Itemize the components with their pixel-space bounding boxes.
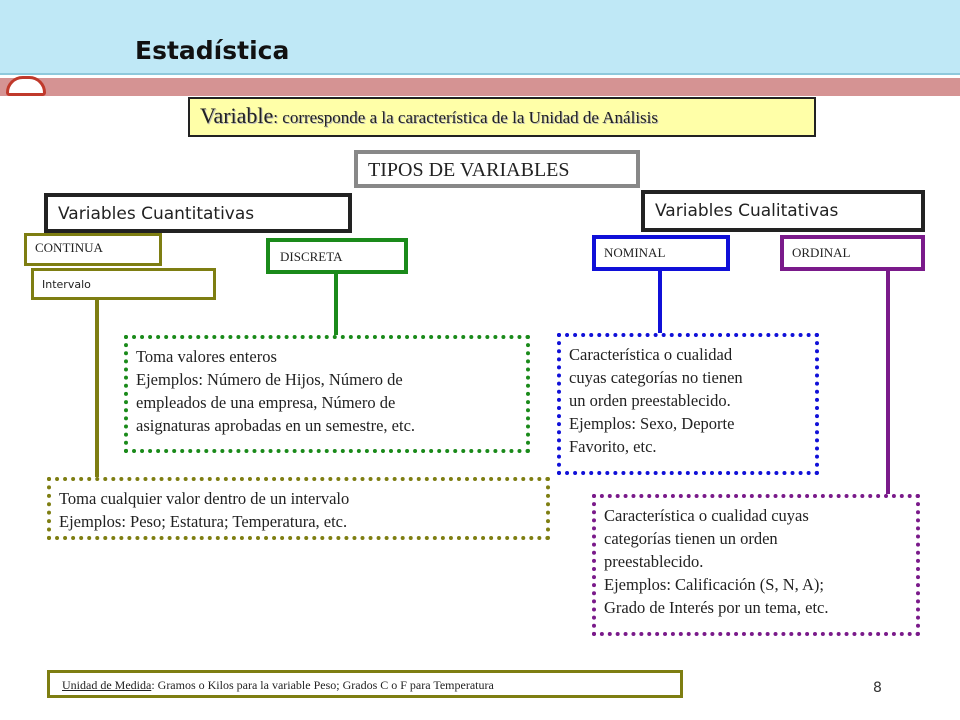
institution-logo-icon [6, 76, 46, 96]
discreta-box: DISCRETA [266, 238, 408, 274]
connector-nominal [658, 271, 662, 334]
nominal-box: NOMINAL [592, 235, 730, 271]
page-title: Estadística [135, 36, 290, 65]
description-line: Toma cualquier valor dentro de un interv… [59, 489, 350, 508]
description-line: Toma valores enteros [136, 347, 277, 366]
description-line: Ejemplos: Peso; Estatura; Temperatura, e… [59, 512, 348, 531]
ordinal-box: ORDINAL [780, 235, 925, 271]
unidad-de-medida-note: Unidad de Medida: Gramos o Kilos para la… [47, 670, 683, 698]
connector-discreta [334, 274, 338, 336]
variable-definition-text: : corresponde a la característica de la … [273, 108, 658, 127]
description-line: Ejemplos: Sexo, Deporte [569, 414, 735, 433]
discreta-description: Toma valores enteros Ejemplos: Número de… [124, 335, 530, 453]
description-line: Característica o cualidad cuyas [604, 506, 809, 525]
continua-description: Toma cualquier valor dentro de un interv… [47, 477, 550, 540]
description-line: preestablecido. [604, 552, 704, 571]
variable-term: Variable [200, 103, 274, 128]
footer-term: Unidad de Medida [62, 678, 152, 692]
connector-continua [95, 300, 99, 480]
description-line: Ejemplos: Calificación (S, N, A); [604, 575, 824, 594]
nominal-description: Característica o cualidad cuyas categorí… [557, 333, 819, 475]
footer-text: : Gramos o Kilos para la variable Peso; … [151, 678, 494, 692]
cualitativas-box: Variables Cualitativas [641, 190, 925, 232]
description-line: Favorito, etc. [569, 437, 657, 456]
intervalo-box: Intervalo [31, 268, 216, 300]
description-line: asignaturas aprobadas en un semestre, et… [136, 416, 416, 435]
logo-banner [0, 78, 960, 96]
description-line: empleados de una empresa, Número de [136, 393, 396, 412]
continua-box: CONTINUA [24, 233, 162, 266]
variable-definition-box: Variable: corresponde a la característic… [188, 97, 816, 137]
header-band [0, 0, 960, 75]
description-line: Ejemplos: Número de Hijos, Número de [136, 370, 403, 389]
cuantitativas-box: Variables Cuantitativas [44, 193, 352, 233]
description-line: categorías tienen un orden [604, 529, 778, 548]
ordinal-description: Característica o cualidad cuyas categorí… [592, 494, 920, 636]
page-number: 8 [873, 680, 882, 696]
description-line: Grado de Interés por un tema, etc. [604, 598, 829, 617]
connector-ordinal [886, 271, 890, 495]
description-line: Característica o cualidad [569, 345, 733, 364]
description-line: cuyas categorías no tienen [569, 368, 743, 387]
tipos-de-variables-box: TIPOS DE VARIABLES [354, 150, 640, 188]
description-line: un orden preestablecido. [569, 391, 731, 410]
